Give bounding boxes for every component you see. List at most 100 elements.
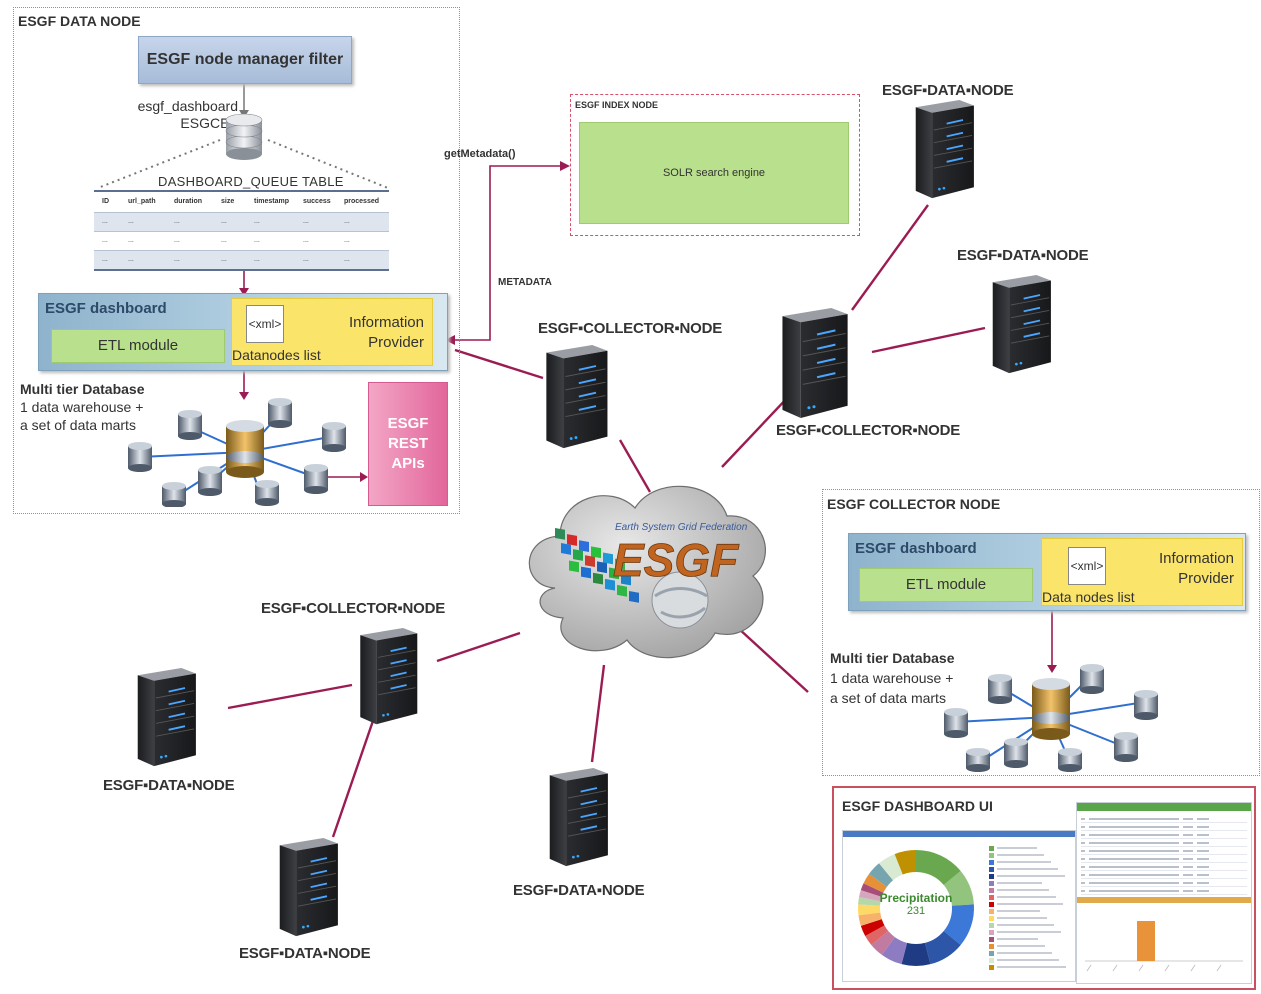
top-datasets-row [1081, 839, 1247, 847]
legend-text-placeholder [997, 889, 1049, 891]
legend-text-placeholder [997, 882, 1042, 884]
legend-item [989, 908, 1069, 914]
donut-slice [858, 897, 881, 906]
server-icon-collector-right [781, 308, 849, 420]
cloud-subtitle: Earth System Grid Federation [615, 522, 748, 533]
top-datasets-row [1081, 815, 1247, 823]
getmetadata-arrow [455, 165, 560, 341]
legend-item [989, 964, 1069, 970]
legend-item [989, 845, 1069, 851]
top-datasets-row [1081, 887, 1247, 895]
legend-item [989, 880, 1069, 886]
legend-swatch [989, 936, 994, 942]
legend-swatch [989, 873, 994, 879]
legend-text-placeholder [997, 861, 1051, 863]
legend-swatch [989, 887, 994, 893]
legend-text-placeholder [997, 896, 1056, 898]
top-datasets-header [1077, 803, 1251, 811]
legend-item [989, 852, 1069, 858]
legend-item [989, 866, 1069, 872]
legend-swatch [989, 915, 994, 921]
multi-tier-database-icon [128, 398, 346, 507]
table-cell: ... [344, 256, 350, 263]
cell-placeholder [1197, 841, 1209, 844]
rest-apis-line3: APIs [391, 455, 425, 472]
donut-slice [943, 871, 974, 906]
datanodes-list: Datanodes list [232, 347, 321, 363]
table-header-cell: processed [344, 198, 380, 205]
collector-xml-document-icon: <xml> [1068, 547, 1106, 585]
collector-etl-module: ETL module [859, 568, 1033, 602]
donut-label: Precipitation [879, 891, 953, 905]
donut-slice [858, 904, 881, 916]
legend-text-placeholder [997, 854, 1044, 856]
table-row: ..................... [94, 231, 389, 250]
table-header-cell: timestamp [254, 198, 290, 205]
donut-slice [859, 890, 882, 902]
legend-item [989, 943, 1069, 949]
table-cell: ... [128, 218, 134, 225]
cell-placeholder [1183, 857, 1193, 860]
data-node-panel: ESGF DATA NODE [13, 7, 460, 514]
donut-slice [858, 912, 882, 926]
cell-placeholder [1089, 825, 1179, 828]
legend-item [989, 894, 1069, 900]
esgf-rest-apis: ESGF REST APIs [368, 382, 448, 506]
legend-text-placeholder [997, 910, 1040, 912]
collector-information-provider: <xml> Data nodes list Information Provid… [1041, 538, 1243, 606]
legend-swatch [989, 880, 994, 886]
panel-title: ESGF DATA NODE [18, 13, 141, 29]
legend-swatch [989, 943, 994, 949]
legend-swatch [989, 950, 994, 956]
legend-text-placeholder [997, 875, 1065, 877]
database-icon [225, 113, 263, 160]
donut-value: 231 [906, 905, 926, 917]
multi-tier-title: Multi tier Database [20, 381, 145, 397]
cell-placeholder [1183, 865, 1193, 868]
cell-placeholder [1197, 873, 1209, 876]
collector-info-provider-line1: Information [1158, 550, 1234, 567]
donut-slice [901, 942, 931, 966]
solr-search-engine: SOLR search engine [579, 122, 849, 224]
table-cell: ... [254, 218, 260, 225]
info-provider-line1: Information [348, 314, 424, 331]
cell-placeholder [1183, 841, 1193, 844]
legend-swatch [989, 852, 994, 858]
queue-table-title: DASHBOARD_QUEUE TABLE [158, 174, 344, 189]
cell-placeholder [1197, 833, 1209, 836]
cell-placeholder [1089, 817, 1179, 820]
legend-text-placeholder [997, 903, 1063, 905]
legend-swatch [989, 908, 994, 914]
cell-placeholder [1197, 817, 1209, 820]
multi-tier-line2: a set of data marts [20, 417, 136, 433]
multi-tier-text: Multi tier Database 1 data warehouse + a… [20, 380, 144, 434]
donut-slice [916, 850, 961, 886]
collector-panel-title: ESGF COLLECTOR NODE [827, 496, 1001, 512]
donut-chart [858, 850, 974, 966]
table-cell: ... [128, 256, 134, 263]
information-provider: <xml> Datanodes list Information Provide… [231, 298, 433, 366]
collector-multi-tier-line2: a set of data marts [830, 690, 946, 706]
donut-widget: Precipitation 231 [842, 830, 1076, 982]
cell-placeholder [1183, 849, 1193, 852]
rest-apis-line1: ESGF [387, 415, 429, 432]
dashboard-title: ESGF dashboard [45, 300, 167, 317]
link-dashboard-collector-top [454, 348, 544, 380]
cell-placeholder [1089, 849, 1179, 852]
link-collector-left-data-bottom [331, 714, 377, 838]
server-icon-data-bottom-left [278, 838, 339, 938]
index-node-title: ESGF INDEX NODE [575, 100, 659, 110]
cell-placeholder [1183, 889, 1193, 892]
donut-slice [869, 863, 894, 887]
cell-placeholder [1197, 865, 1209, 868]
top-datasets-row [1081, 871, 1247, 879]
legend-swatch [989, 922, 994, 928]
cell-placeholder [1197, 881, 1209, 884]
donut-slice [871, 930, 895, 955]
cell-placeholder [1081, 881, 1085, 884]
donut-slice [860, 919, 885, 936]
dashboard-ui-title: ESGF DASHBOARD UI [842, 798, 993, 814]
legend-text-placeholder [997, 931, 1061, 933]
link-collector-right-data-top [851, 204, 929, 311]
legend-swatch [989, 901, 994, 907]
